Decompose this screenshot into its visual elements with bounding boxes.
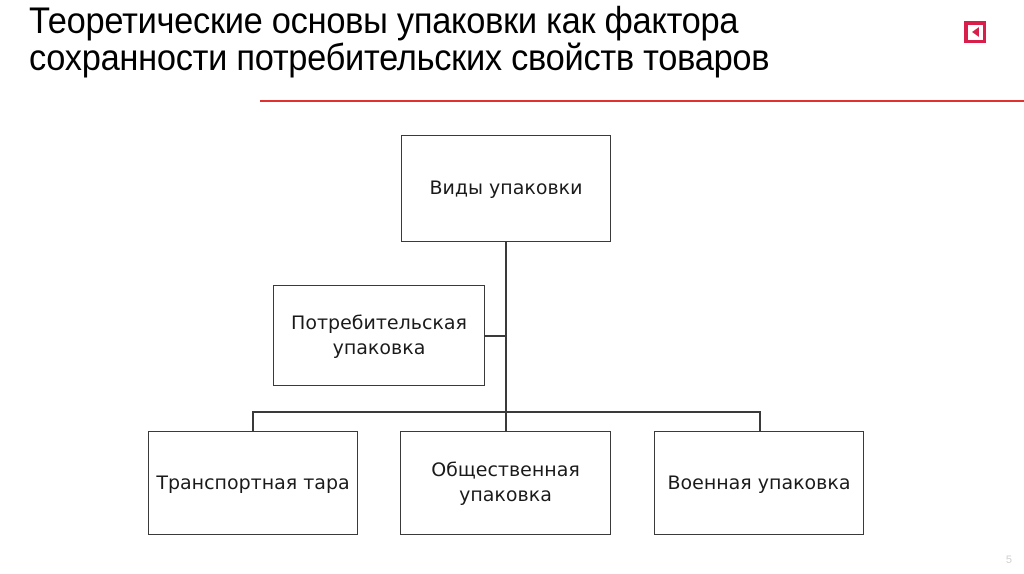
diagram-node-public-packaging[interactable]: Общественная упаковка <box>400 431 611 535</box>
connector-drop-transport <box>252 411 254 432</box>
left-triangle-glyph <box>971 27 979 37</box>
back-triangle-icon[interactable] <box>964 21 986 43</box>
title-accent-rule <box>260 100 1024 102</box>
connector-root-trunk <box>505 242 507 412</box>
diagram-node-military-packaging[interactable]: Военная упаковка <box>654 431 864 535</box>
diagram-node-transport-packaging[interactable]: Транспортная тара <box>148 431 358 535</box>
connector-drop-public <box>505 411 507 432</box>
connector-drop-military <box>759 411 761 432</box>
diagram-node-root[interactable]: Виды упаковки <box>401 135 611 242</box>
diagram-node-consumer-packaging[interactable]: Потребительская упаковка <box>273 285 485 386</box>
connector-consumer-stub <box>485 335 506 337</box>
back-icon-inner <box>967 24 983 40</box>
page-number: 5 <box>1005 554 1012 566</box>
page-title: Теоретические основы упаковки как фактор… <box>29 0 770 78</box>
